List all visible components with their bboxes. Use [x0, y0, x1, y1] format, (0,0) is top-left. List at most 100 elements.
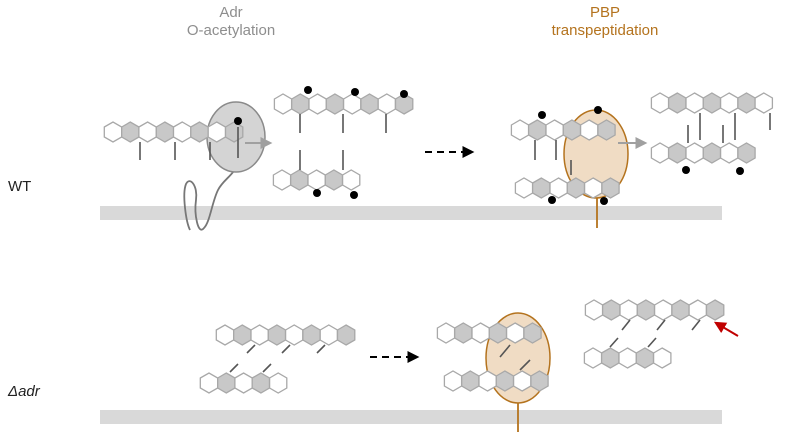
label-pbp-line1: PBP	[589, 4, 620, 21]
sugar-hexagon	[272, 169, 292, 191]
glycan-strand	[215, 324, 356, 346]
label-delta-adr: Δadr	[8, 383, 40, 400]
sugar-hexagon	[224, 121, 244, 143]
peptide-stem	[519, 359, 531, 371]
label-adr-line1: Adr	[219, 4, 243, 21]
sugar-hexagon	[702, 142, 722, 164]
sugar-hexagon	[207, 121, 227, 143]
sugar-hexagon	[562, 119, 582, 141]
label-wt: WT	[8, 178, 32, 195]
acetyl-group-dot	[548, 196, 556, 204]
sugar-hexagon	[685, 92, 704, 114]
glycan-strands	[103, 92, 774, 394]
sugar-hexagon	[719, 142, 739, 164]
highlight-arrow	[713, 321, 739, 337]
sugar-hexagon	[688, 299, 708, 321]
sugar-hexagon	[443, 370, 463, 392]
sugar-hexagon	[566, 177, 586, 199]
sugar-hexagon	[319, 324, 339, 346]
sugar-hexagon	[267, 324, 287, 346]
sugar-hexagon	[512, 370, 532, 392]
glycan-strand	[103, 121, 244, 143]
peptide-stem	[499, 344, 511, 358]
membrane-wt	[100, 206, 722, 220]
acetyl-group-dot	[594, 106, 602, 114]
sugar-hexagon	[523, 322, 542, 344]
glycan-strand	[514, 177, 620, 199]
peptide-stem	[647, 337, 657, 348]
sugar-hexagon	[436, 322, 456, 344]
glycan-strand	[584, 299, 725, 321]
sugar-hexagon	[138, 121, 157, 143]
sugar-hexagon	[619, 299, 638, 321]
sugar-hexagon	[635, 347, 655, 369]
sugar-hexagon	[307, 169, 326, 191]
label-adr: Adr O-acetylation	[176, 4, 286, 40]
sugar-hexagon	[737, 92, 756, 114]
sugar-hexagon	[234, 372, 253, 394]
sugar-hexagon	[667, 142, 687, 164]
sugar-hexagon	[103, 121, 123, 143]
glycan-strand	[583, 347, 672, 369]
glycan-strand	[199, 372, 288, 394]
sugar-hexagon	[215, 324, 235, 346]
sugar-hexagon	[600, 347, 620, 369]
acetyl-group-dot	[313, 189, 321, 197]
sugar-hexagon	[495, 370, 515, 392]
glycan-strand	[443, 370, 549, 392]
label-pbp-line2: transpeptidation	[551, 22, 659, 39]
sugar-hexagon	[530, 370, 549, 392]
sugar-hexagon	[273, 93, 293, 115]
sugar-hexagon	[601, 177, 620, 199]
label-adr-line2: O-acetylation	[186, 22, 276, 39]
sugar-hexagon	[324, 169, 344, 191]
sugar-hexagon	[685, 142, 704, 164]
peptide-stem	[246, 344, 256, 354]
sugar-hexagon	[250, 324, 269, 346]
peptide-stem	[656, 319, 666, 331]
glycan-strand	[272, 169, 361, 191]
sugar-hexagon	[719, 92, 739, 114]
sugar-hexagon	[461, 370, 480, 392]
sugar-hexagon	[636, 299, 656, 321]
sugar-hexagon	[217, 372, 236, 394]
sugar-hexagon	[233, 324, 252, 346]
sugar-hexagon	[653, 299, 673, 321]
glycan-strand	[436, 322, 542, 344]
glycan-strand	[273, 93, 414, 115]
sugar-hexagon	[377, 93, 397, 115]
sugar-hexagon	[190, 121, 209, 143]
acetyl-group-dot	[351, 88, 359, 96]
sugar-hexagon	[597, 119, 616, 141]
peptide-stem	[609, 337, 619, 348]
sugar-hexagon	[478, 370, 497, 392]
label-pbp: PBP transpeptidation	[525, 4, 685, 40]
glycan-strand	[650, 92, 774, 114]
acetyl-groups	[234, 86, 744, 205]
sugar-hexagon	[251, 372, 271, 394]
peptide-stem	[316, 344, 326, 354]
sugar-hexagon	[121, 121, 140, 143]
sugar-hexagon	[671, 299, 690, 321]
sugar-hexagon	[471, 322, 490, 344]
peptide-stem	[691, 319, 701, 331]
acetyl-group-dot	[682, 166, 690, 174]
sugar-hexagon	[155, 121, 175, 143]
sugar-hexagon	[702, 92, 722, 114]
peptide-stem	[262, 363, 272, 373]
sugar-hexagon	[601, 299, 621, 321]
sugar-hexagon	[652, 347, 672, 369]
sugar-hexagon	[737, 142, 756, 164]
sugar-hexagon	[583, 177, 603, 199]
peptide-stem	[281, 344, 291, 354]
sugar-hexagon	[579, 119, 599, 141]
sugar-hexagon	[650, 142, 670, 164]
peptide-stem	[229, 363, 239, 373]
sugar-hexagon	[531, 177, 551, 199]
glycan-strand	[650, 142, 756, 164]
sugar-hexagon	[360, 93, 379, 115]
sugar-hexagon	[514, 177, 534, 199]
sugar-hexagon	[341, 169, 361, 191]
